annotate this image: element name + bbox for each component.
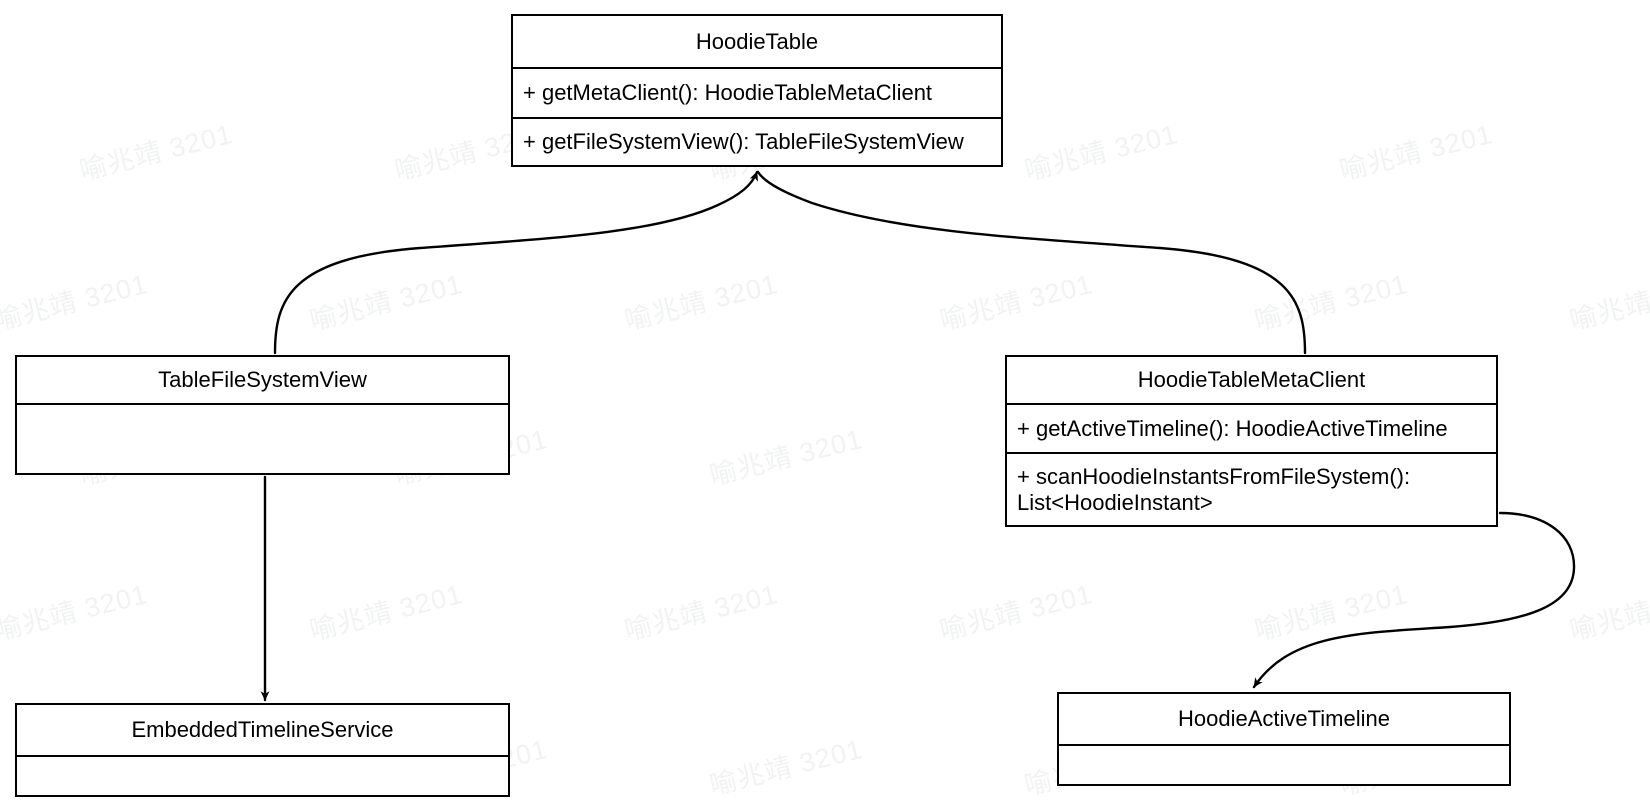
watermark-text: 喻兆靖 3201: [1251, 268, 1411, 336]
watermark-text: 喻兆靖 3201: [0, 268, 151, 336]
watermark-text: 喻兆靖 3201: [0, 578, 151, 646]
class-method-hoodie-table-meta-client-0: + getActiveTimeline(): HoodieActiveTimel…: [1017, 415, 1448, 441]
watermark-text: 喻兆靖 3201: [1251, 578, 1411, 646]
edge-hoodie-table-meta-client-to-hoodie-table: [756, 170, 1307, 355]
watermark-text: 喻兆靖 3201: [706, 733, 866, 801]
edge-hoodie-table-meta-client-to-hoodie-active-timeline: [1252, 511, 1576, 689]
class-method-table-file-system-view-0: [17, 405, 508, 473]
watermark-text: 喻兆靖 3201: [1021, 118, 1181, 186]
watermark-text: 喻兆靖 3201: [621, 578, 781, 646]
watermark-text: 喻兆靖 3201: [76, 118, 236, 186]
edge-table-file-system-view-to-hoodie-table: [273, 170, 759, 355]
watermark-text: 喻兆靖 3201: [1566, 579, 1650, 646]
class-title-hoodie-table-meta-client: HoodieTableMetaClient: [1007, 357, 1496, 405]
class-title-table-file-system-view: TableFileSystemView: [17, 357, 508, 405]
class-box-hoodie-table-meta-client[interactable]: HoodieTableMetaClient + getActiveTimelin…: [1005, 355, 1498, 527]
watermark-text: 喻兆靖 3201: [936, 578, 1096, 646]
class-box-hoodie-active-timeline[interactable]: HoodieActiveTimeline: [1057, 692, 1511, 786]
class-method-hoodie-table-1: + getFileSystemView(): TableFileSystemVi…: [513, 117, 1001, 165]
watermark-text: 喻兆靖 3201: [621, 268, 781, 336]
class-method-hoodie-active-timeline-0: [1059, 746, 1509, 784]
watermark-text: 喻兆靖 3201: [936, 268, 1096, 336]
watermark-text: 喻兆靖 3201: [1566, 269, 1650, 336]
class-method-hoodie-table-0: + getMetaClient(): HoodieTableMetaClient: [523, 80, 933, 106]
watermark-text: 喻兆靖 3201: [306, 578, 466, 646]
class-title-embedded-timeline-service: EmbeddedTimelineService: [17, 705, 508, 757]
class-box-embedded-timeline-service[interactable]: EmbeddedTimelineService: [15, 703, 510, 797]
class-title-hoodie-active-timeline: HoodieActiveTimeline: [1059, 694, 1509, 746]
watermark-text: 喻兆靖 3201: [706, 423, 866, 491]
watermark-text: 喻兆靖 3201: [1336, 118, 1496, 186]
class-box-hoodie-table[interactable]: HoodieTable + getMetaClient(): HoodieTab…: [511, 14, 1003, 167]
watermark-text: 喻兆靖 3201: [306, 268, 466, 336]
class-method-hoodie-table-meta-client-1: + scanHoodieInstantsFromFileSystem(): Li…: [1007, 452, 1496, 525]
class-box-table-file-system-view[interactable]: TableFileSystemView: [15, 355, 510, 475]
class-title-hoodie-table: HoodieTable: [513, 16, 1001, 69]
class-method-embedded-timeline-service-0: [17, 757, 508, 795]
